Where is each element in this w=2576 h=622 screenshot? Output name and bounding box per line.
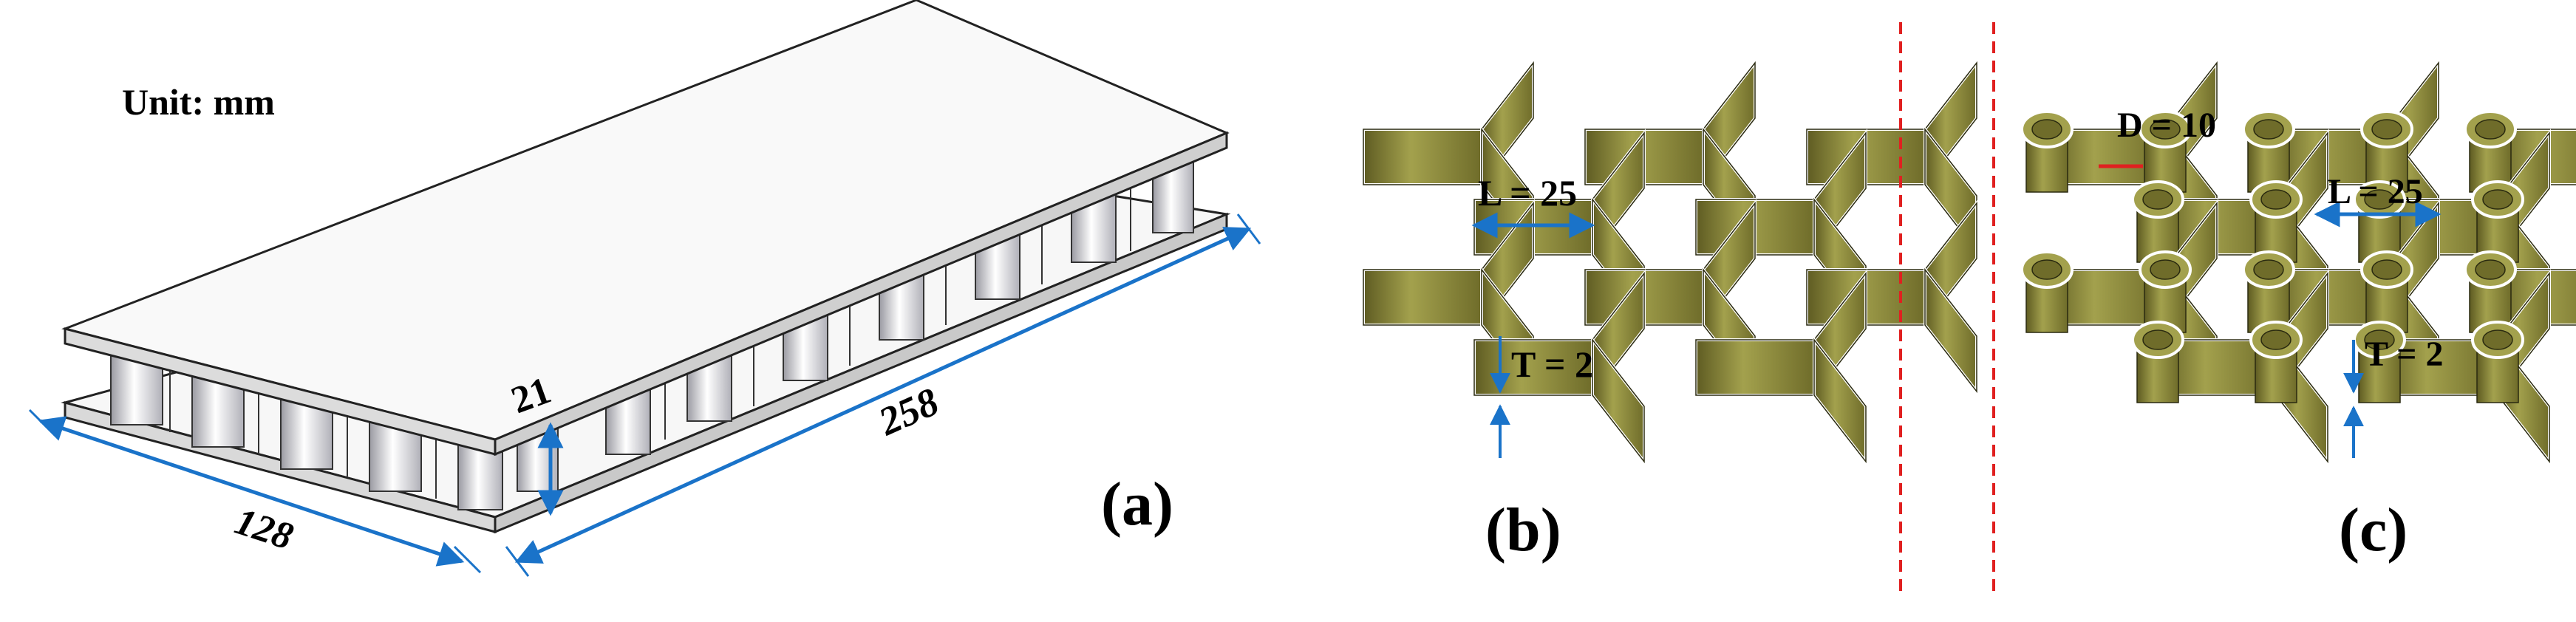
node-hole <box>2475 119 2506 140</box>
node-hole <box>2142 329 2173 350</box>
panel-c-labels: D = 10 L = 25 T = 2 (c) <box>2099 106 2444 564</box>
cell-wall <box>1694 338 1816 397</box>
node-hole <box>2482 329 2513 350</box>
panel-b-tag: (b) <box>1485 496 1561 564</box>
node-hole <box>2260 189 2292 210</box>
dim-line-length <box>514 227 1252 564</box>
T-label-b: T = 2 <box>1511 344 1593 385</box>
node-hole <box>2150 119 2181 140</box>
node-hole <box>2031 119 2062 140</box>
cell-wall <box>1362 268 1483 327</box>
length-label: 258 <box>872 379 945 444</box>
node-hole <box>2482 189 2513 210</box>
panel-c <box>2020 58 2576 466</box>
panel-b <box>1362 58 1978 466</box>
L-label-c: L = 25 <box>2328 172 2423 211</box>
panel-a-tag: (a) <box>1101 470 1173 539</box>
D-label-c: D = 10 <box>2117 106 2216 145</box>
node-hole <box>2150 259 2181 280</box>
panel-b-labels: L = 25 T = 2 (b) <box>1471 172 1595 564</box>
unit-label: Unit: mm <box>122 81 275 123</box>
node-hole <box>2253 119 2284 140</box>
node-hole <box>2253 259 2284 280</box>
node-hole <box>2364 329 2395 350</box>
node-hole <box>2142 189 2173 210</box>
cell-wall-outline <box>1813 338 1867 464</box>
node-hole <box>2260 329 2292 350</box>
node-hole <box>2371 259 2402 280</box>
node-hole <box>2031 259 2062 280</box>
L-label-b: L = 25 <box>1478 172 1577 213</box>
width-label: 128 <box>230 500 298 558</box>
panel-c-tag: (c) <box>2339 496 2408 564</box>
T-label-c: T = 2 <box>2365 335 2444 374</box>
node-hole <box>2475 259 2506 280</box>
dim-line-width <box>38 416 465 567</box>
cell-wall <box>1362 128 1483 186</box>
panel-a: 128 258 21 Unit: mm (a) <box>28 0 1261 577</box>
cell-wall-outline <box>1592 338 1645 464</box>
cell-wall-outline <box>1924 267 1977 394</box>
node-hole <box>2371 119 2402 140</box>
